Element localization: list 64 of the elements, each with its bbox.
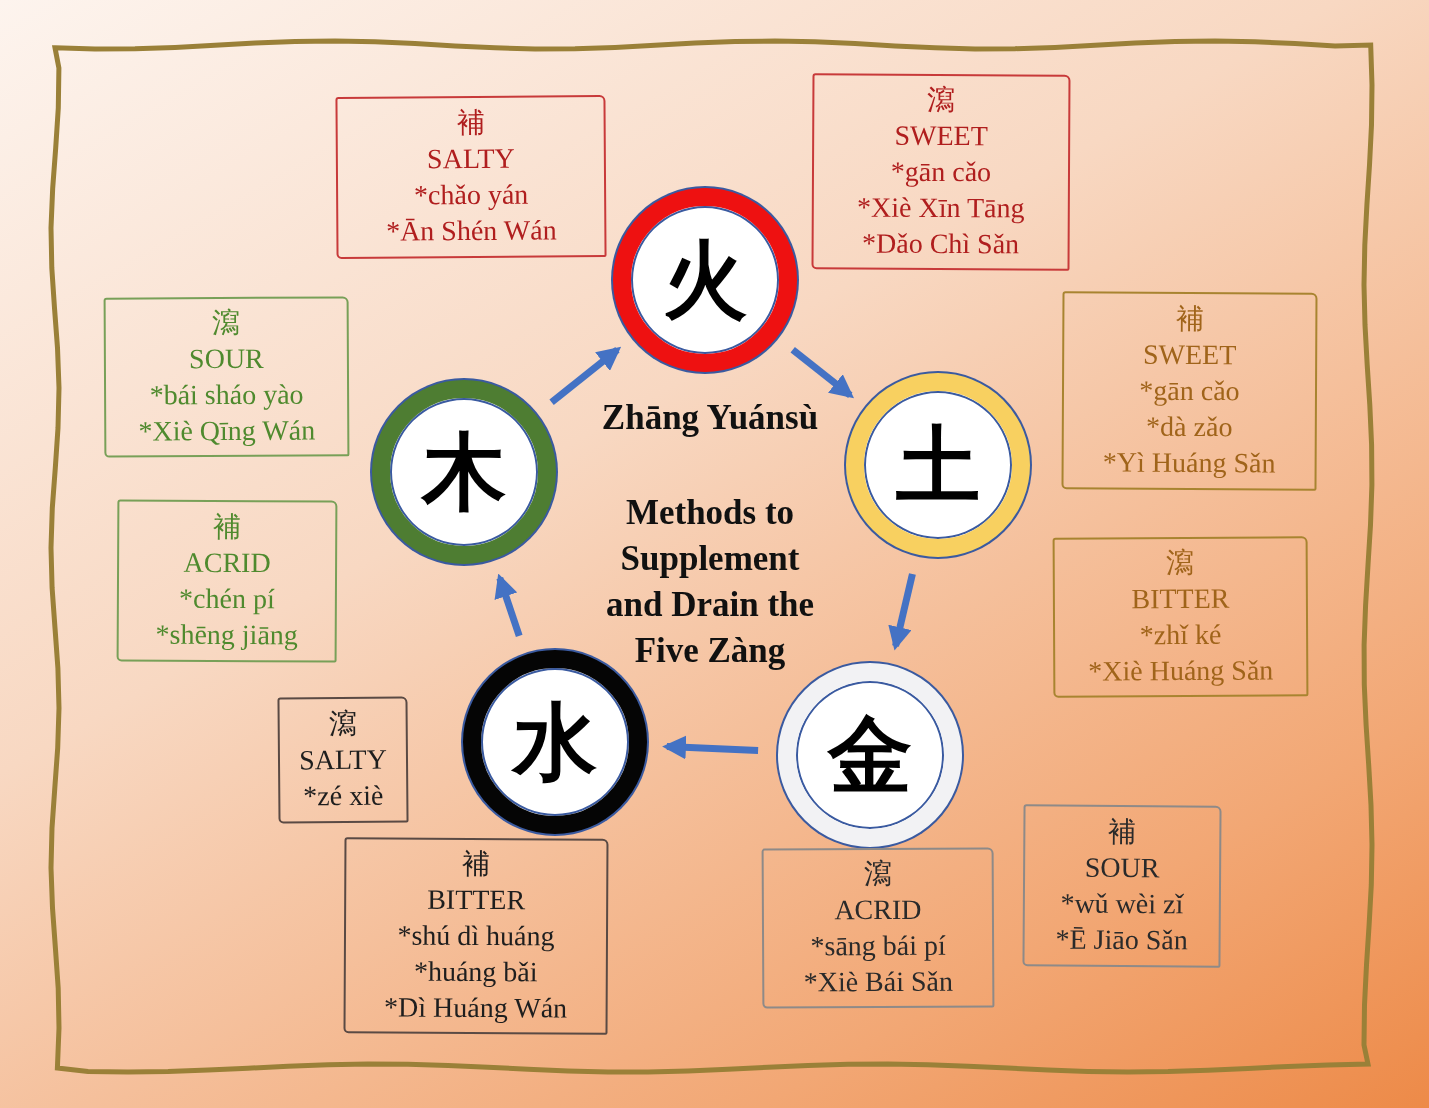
herb-name: *Xiè Xīn Tāng [857,190,1025,226]
method-character: 補 [213,509,242,545]
herb-box [277,696,409,824]
diagram-title: Zhāng Yuánsù [600,398,820,438]
herb-name: *shú dì huáng [397,918,555,954]
herb-name: *chén pí [179,581,275,617]
element-character: 木 [422,430,506,514]
method-character: 瀉 [863,856,892,892]
method-character: 補 [1175,301,1204,337]
method-character: 補 [462,846,491,882]
method-character: 補 [1108,814,1137,850]
herb-name: *gān cǎo [1139,373,1240,409]
arrow [888,573,916,651]
method-character: 瀉 [927,82,956,118]
flavor-label: SOUR [1084,850,1160,886]
herb-name: *Xiè Bái Sǎn [803,964,954,1000]
element-character: 火 [663,238,747,322]
herb-name: *gān cǎo [890,154,992,190]
flavor-label: SWEET [1142,337,1237,373]
herb-box [343,837,609,1035]
herb-name: *wǔ wèi zǐ [1060,886,1184,922]
method-character: 瀉 [1166,545,1195,581]
element-character: 金 [828,713,912,797]
herb-box [1052,536,1309,698]
method-character: 瀉 [328,706,357,742]
herb-name: *Ē Jiāo Sǎn [1055,922,1188,958]
element-character: 土 [896,423,980,507]
arrow [494,573,523,637]
herb-name: *bái sháo yào [149,377,304,413]
flavor-label: ACRID [183,545,271,581]
herb-box [1061,291,1318,491]
herb-name: *Ān Shén Wán [385,213,557,249]
herb-box [761,847,995,1009]
herb-name: *zhǐ ké [1139,617,1222,653]
herb-name: *Dǎo Chì Sǎn [861,226,1020,262]
flavor-label: BITTER [427,882,526,918]
herb-name: *Xiè Qīng Wán [138,413,316,449]
flavor-label: SWEET [894,118,988,154]
herb-name: *Yì Huáng Sǎn [1102,445,1276,481]
flavor-label: SOUR [188,341,264,377]
herb-name: *Dì Huáng Wán [384,990,568,1026]
herb-box [335,95,607,259]
herb-box [103,296,350,458]
arrow [549,346,622,405]
flavor-label: BITTER [1131,581,1230,617]
arrow [662,735,759,760]
herb-name: *Xiè Huáng Sǎn [1088,653,1274,689]
herb-box [1022,804,1222,968]
herb-box [811,73,1071,271]
herb-name: *dà zǎo [1146,409,1233,445]
element-character: 水 [513,700,597,784]
method-character: 補 [456,105,485,141]
herb-name: *shēng jiāng [155,617,298,653]
herb-box [116,499,338,663]
method-character: 瀉 [212,305,241,341]
flavor-label: SALTY [426,141,515,177]
herb-name: *zé xiè [303,778,384,814]
herb-name: *sāng bái pí [810,928,946,964]
herb-name: *chǎo yán [413,177,529,213]
subtitle: Methods to Supplement and Drain the Five Zàng [604,492,816,672]
flavor-label: ACRID [834,892,922,928]
herb-name: *huáng bǎi [413,954,538,990]
flavor-label: SALTY [299,742,387,778]
arrow [790,346,854,399]
